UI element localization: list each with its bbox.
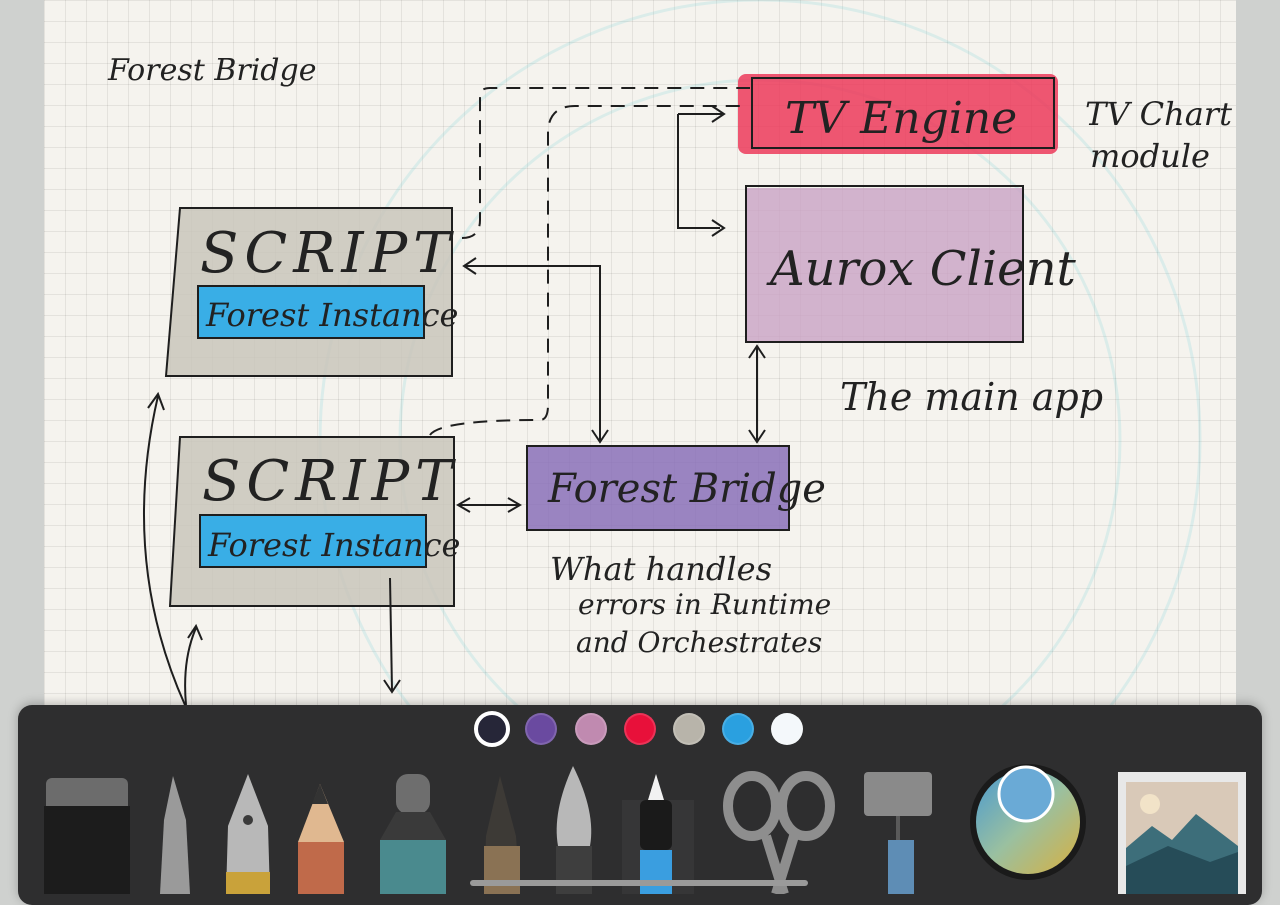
color-swatch-red[interactable]: [624, 713, 656, 745]
color-swatch-white[interactable]: [771, 713, 803, 745]
tv-chart-note-line2: module: [1090, 137, 1210, 175]
script-1-inner-label: Forest Instance: [205, 296, 458, 334]
brush-tool-icon[interactable]: [556, 766, 592, 894]
script-2-inner-label: Forest Instance: [207, 526, 460, 564]
image-insert-tool-icon[interactable]: [1118, 772, 1246, 894]
home-indicator[interactable]: [470, 880, 808, 886]
pencil-tool-icon[interactable]: [160, 776, 190, 894]
script-box-2[interactable]: SCRIPT Forest Instance: [168, 436, 460, 607]
marker-tool-icon[interactable]: [380, 774, 446, 894]
tv-chart-note-line1: TV Chart: [1085, 95, 1232, 133]
title-note: Forest Bridge: [107, 53, 316, 88]
paint-roller-tool-icon[interactable]: [864, 772, 932, 894]
color-swatch-dark-navy[interactable]: [474, 711, 510, 747]
color-swatch-gray[interactable]: [673, 713, 705, 745]
color-mixer-tool-icon[interactable]: [970, 764, 1086, 880]
forest-bridge-box[interactable]: Forest Bridge: [526, 445, 826, 531]
scissors-tool-icon[interactable]: [723, 771, 835, 894]
bridge-note-line3: and Orchestrates: [576, 626, 822, 659]
eraser-tool-icon[interactable]: [44, 778, 130, 894]
aurox-client-label: Aurox Client: [766, 241, 1077, 297]
tv-engine-label: TV Engine: [785, 93, 1017, 144]
tools-row: [44, 764, 1246, 894]
connector-lines: [143, 87, 766, 706]
felt-pen-tool-icon[interactable]: [622, 774, 694, 894]
tv-engine-box[interactable]: TV Engine: [738, 74, 1058, 154]
bridge-note-line2: errors in Runtime: [578, 588, 831, 621]
colored-pencil-tool-icon[interactable]: [298, 784, 344, 894]
main-app-note: The main app: [840, 375, 1103, 419]
fine-marker-tool-icon[interactable]: [484, 776, 520, 894]
script-1-label: SCRIPT: [200, 221, 457, 286]
aurox-client-box[interactable]: Aurox Client: [745, 185, 1077, 343]
fountain-pen-tool-icon[interactable]: [226, 774, 270, 894]
color-swatch-purple[interactable]: [525, 713, 557, 745]
forest-bridge-label: Forest Bridge: [547, 466, 826, 512]
script-box-1[interactable]: SCRIPT Forest Instance: [164, 207, 458, 377]
color-swatch-mauve[interactable]: [575, 713, 607, 745]
bridge-note-line1: What handles: [550, 550, 772, 588]
script-2-label: SCRIPT: [202, 449, 459, 514]
color-swatch-blue[interactable]: [722, 713, 754, 745]
